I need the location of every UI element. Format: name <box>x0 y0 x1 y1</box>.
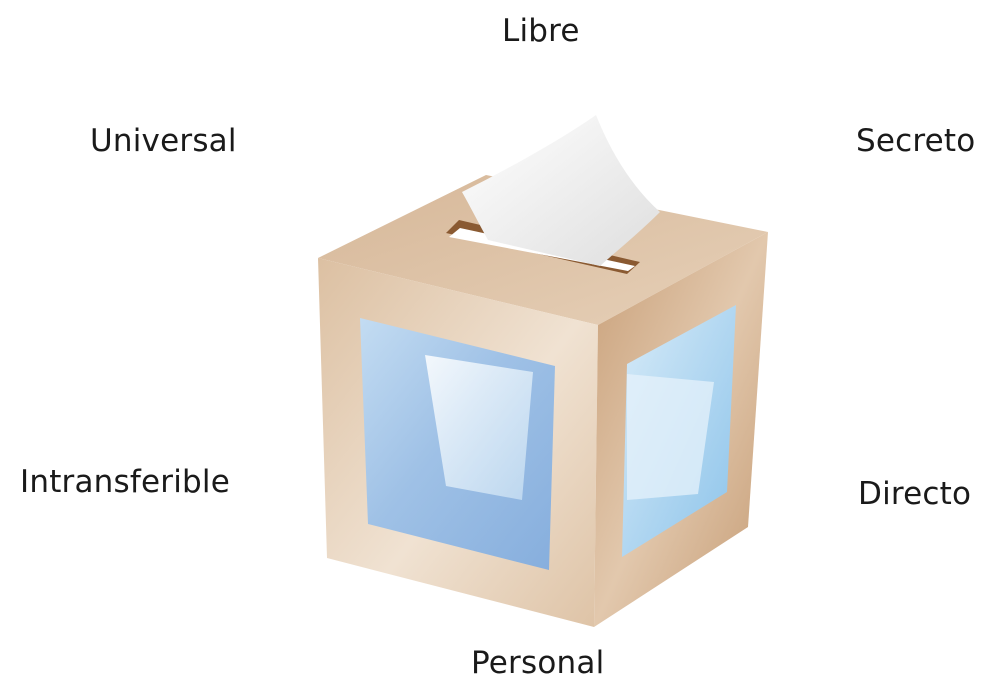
label-libre: Libre <box>502 16 580 47</box>
label-directo: Directo <box>858 479 971 510</box>
label-universal: Universal <box>90 126 237 157</box>
label-personal: Personal <box>471 648 604 679</box>
label-secreto: Secreto <box>856 126 975 157</box>
label-intransferible: Intransferible <box>20 467 230 498</box>
